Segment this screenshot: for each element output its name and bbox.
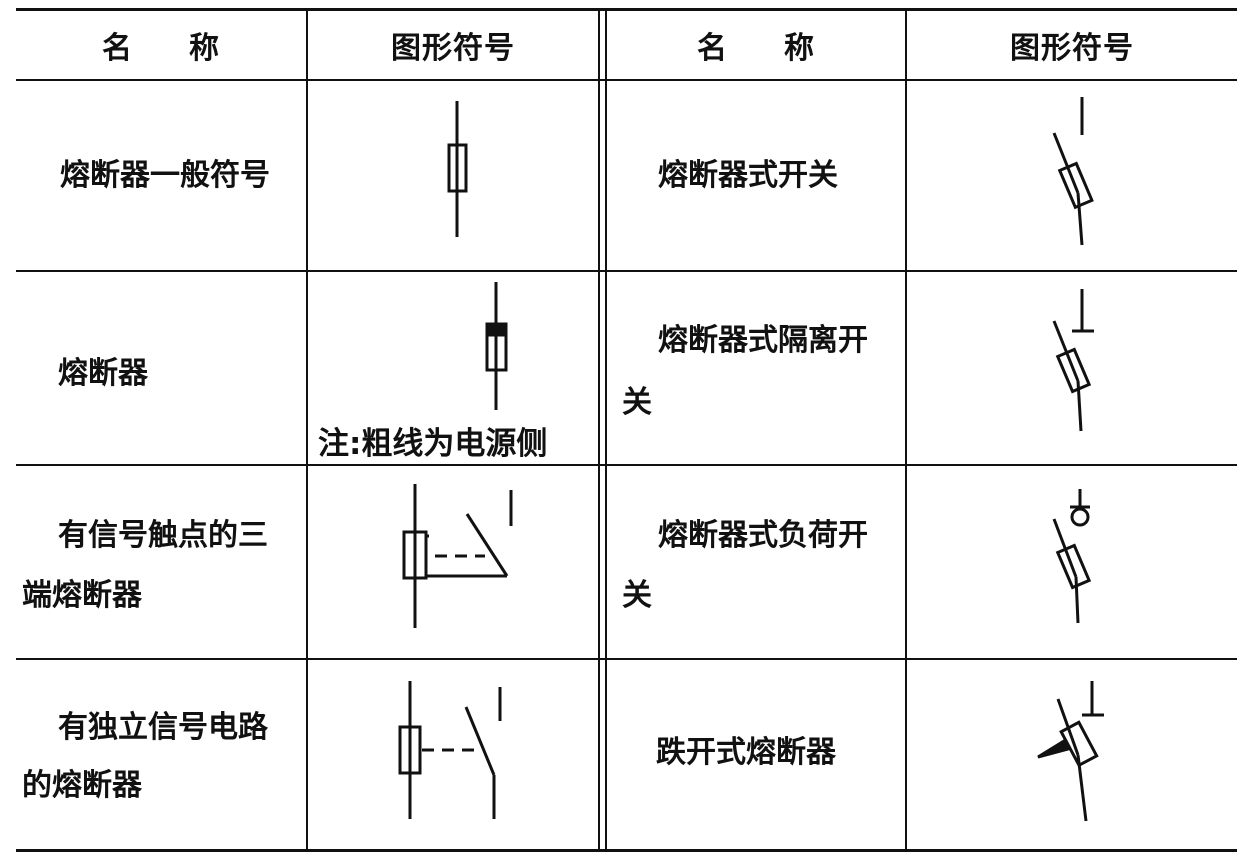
fuse-general-symbol-icon <box>447 101 468 237</box>
header-symbol-left: 图形符号 <box>391 31 515 66</box>
fuse-switch-symbol-icon <box>1052 97 1094 246</box>
table-bottom-rule <box>16 849 1237 852</box>
row2-right-name-line1: 熔断器式隔离开 <box>658 323 868 358</box>
header-symbol-right: 图形符号 <box>1010 31 1134 66</box>
row2-bottom-rule <box>16 464 1237 466</box>
header-name-left: 名称 <box>16 10 306 80</box>
col3-divider <box>905 9 907 851</box>
row4-left-name-line1: 有独立信号电路 <box>58 710 268 745</box>
row4-left-name-line2: 的熔断器 <box>22 768 142 803</box>
row3-left-name-line1: 有信号触点的三 <box>58 518 268 553</box>
row1-bottom-rule <box>16 270 1237 272</box>
drop-out-fuse-symbol-icon <box>1037 681 1104 822</box>
header-bottom-rule <box>16 79 1237 81</box>
row4-right-name: 跌开式熔断器 <box>656 735 836 770</box>
header-name-right-char1: 名 <box>697 31 728 66</box>
header-name-right: 名称 <box>607 10 905 80</box>
fuse-load-switch-symbol-icon <box>1052 489 1092 624</box>
row2-left-note: 注:粗线为电源侧 <box>318 426 548 462</box>
row3-right-name-line2: 关 <box>622 578 652 613</box>
header-name-left-char1: 名 <box>102 31 133 66</box>
three-terminal-fuse-symbol-icon <box>402 484 513 628</box>
row3-right-name-line1: 熔断器式负荷开 <box>658 518 868 553</box>
fuse-supply-side-symbol-icon <box>485 282 508 410</box>
center-divider-a <box>598 9 600 851</box>
fuse-disconnector-symbol-icon <box>1052 289 1094 432</box>
row2-right-name-line2: 关 <box>622 385 652 420</box>
row1-right-name: 熔断器式开关 <box>658 158 838 193</box>
row2-left-name: 熔断器 <box>58 356 148 391</box>
table-top-rule <box>16 8 1237 11</box>
fuse-independent-alarm-symbol-icon <box>398 681 502 819</box>
col1-divider <box>306 9 308 851</box>
row3-left-name-line2: 端熔断器 <box>22 578 142 613</box>
header-name-right-char2: 称 <box>784 31 815 66</box>
header-name-left-char2: 称 <box>189 31 220 66</box>
row3-bottom-rule <box>16 658 1237 660</box>
center-divider-b <box>605 9 607 851</box>
row1-left-name: 熔断器一般符号 <box>60 158 270 193</box>
